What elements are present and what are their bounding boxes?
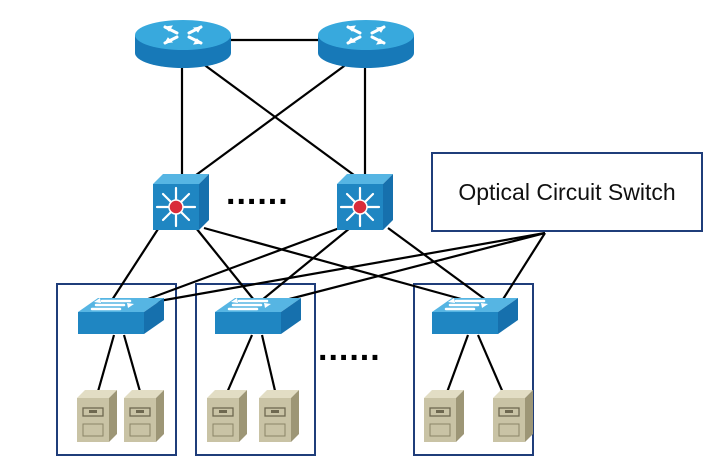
link-agg1-tor3: [203, 226, 473, 304]
link-tor2-s2: [260, 334, 278, 396]
links: [95, 38, 546, 396]
rack-ellipsis: ......: [318, 330, 381, 368]
link-ocs-tor3: [499, 232, 546, 305]
link-agg2-tor3: [387, 227, 487, 301]
layer3-switch-icon-2: [335, 172, 395, 232]
link-tor2-s1: [224, 334, 254, 396]
server-icon-6: [492, 389, 534, 443]
optical-circuit-switch-label: Optical Circuit Switch: [458, 178, 676, 205]
link-agg1-tor2: [195, 227, 255, 301]
server-icon-4: [258, 389, 300, 443]
tor-switch-icon-1: [76, 296, 166, 336]
server-icon-2: [123, 389, 165, 443]
link-tor1-s2: [122, 334, 143, 396]
link-ocs-tor2: [269, 231, 546, 306]
tor-switch-icon-2: [213, 296, 303, 336]
aggregation-ellipsis: ......: [226, 174, 289, 212]
server-icon-3: [206, 389, 248, 443]
link-tor1-s1: [95, 334, 116, 396]
rack-1: [56, 283, 177, 456]
server-icon-5: [423, 389, 465, 443]
router-icon-2: [316, 18, 416, 70]
rack-3: [413, 283, 534, 456]
link-tor3-s1: [444, 334, 470, 396]
link-ocs-tor1: [141, 231, 546, 306]
link-agg2-tor2: [261, 227, 351, 301]
link-tor3-s2: [476, 334, 506, 396]
tor-switch-icon-3: [430, 296, 520, 336]
link-agg1-tor1: [111, 225, 161, 301]
server-icon-1: [76, 389, 118, 443]
link-r2-agg1: [191, 57, 356, 179]
layer3-switch-icon-1: [151, 172, 211, 232]
router-icon-1: [133, 18, 233, 70]
link-agg2-tor1: [139, 224, 346, 304]
link-r1-agg2: [194, 57, 359, 179]
optical-circuit-switch-box: Optical Circuit Switch: [431, 152, 703, 232]
